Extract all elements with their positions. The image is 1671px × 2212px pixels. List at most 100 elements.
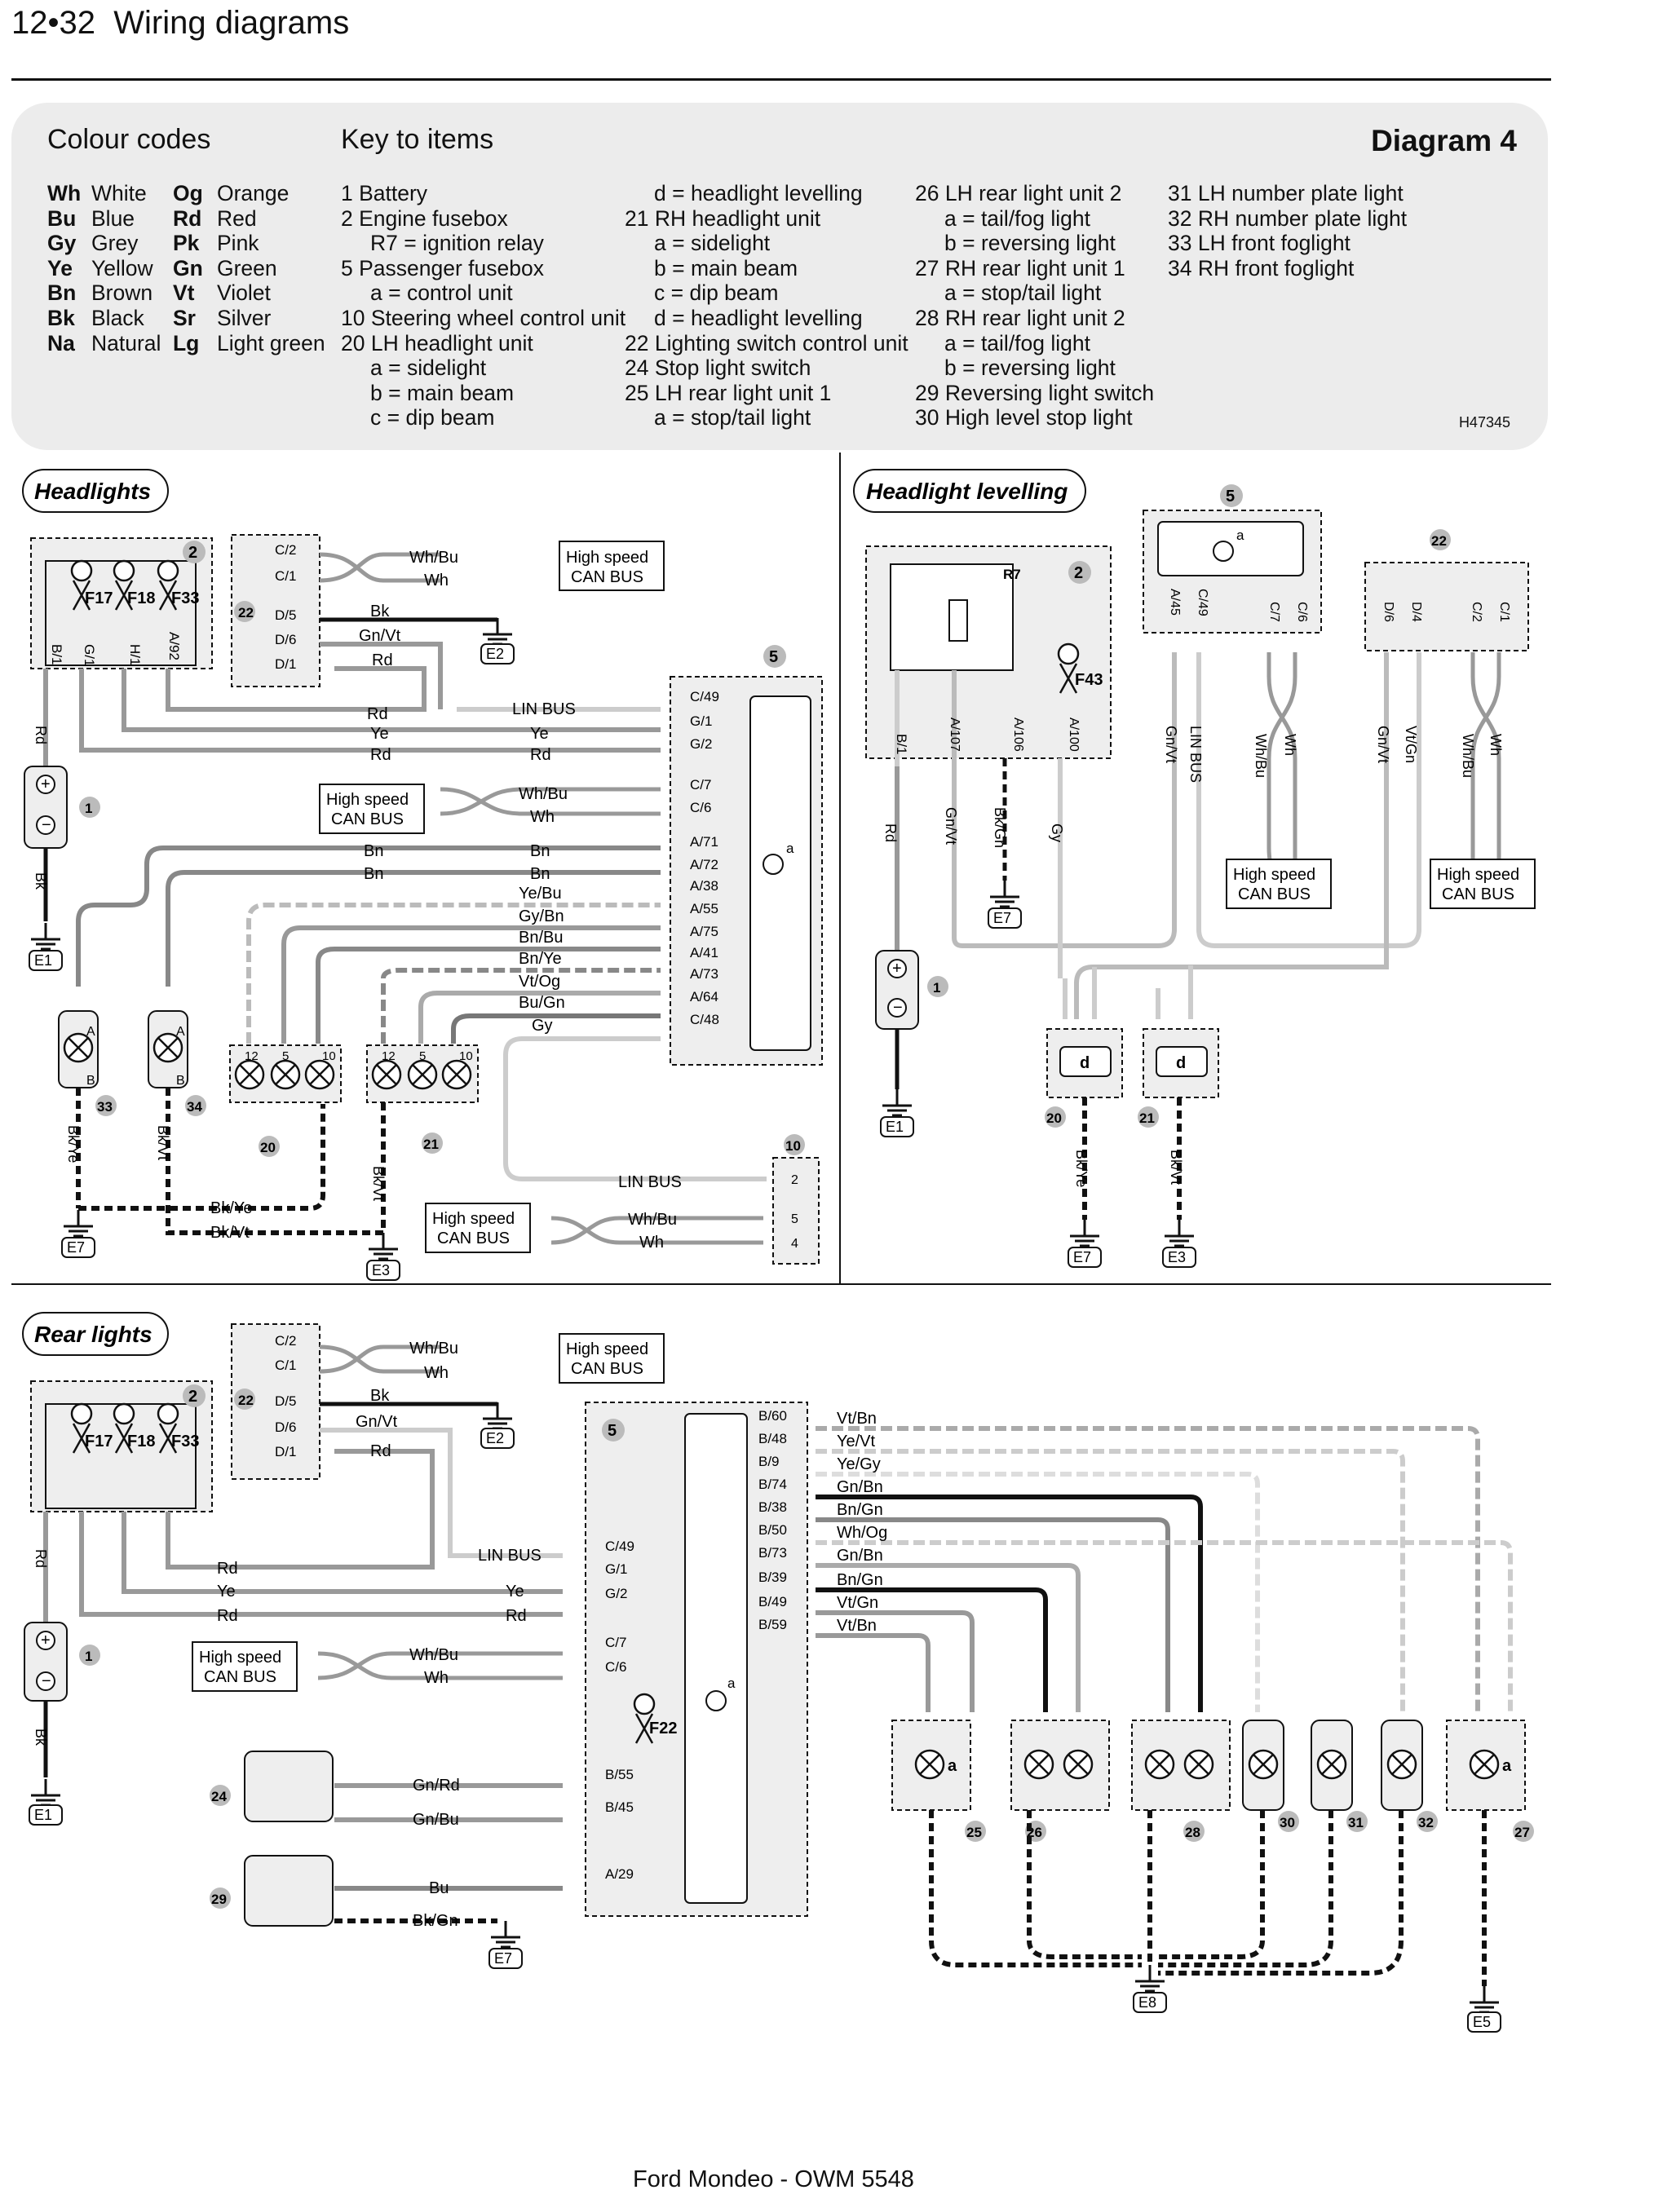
svg-text:F17: F17 [85, 1433, 113, 1450]
colour-name: Black [91, 305, 144, 330]
svg-text:A/45: A/45 [1168, 589, 1182, 616]
svg-text:4: 4 [791, 1237, 798, 1251]
key-item: d = headlight levelling [654, 181, 863, 205]
svg-text:Rd: Rd [33, 1549, 49, 1568]
svg-text:B/1: B/1 [894, 734, 909, 755]
svg-text:G/2: G/2 [690, 736, 712, 752]
svg-text:1: 1 [85, 1649, 92, 1664]
section-headlight-levelling: Headlight levelling [866, 479, 1068, 504]
svg-text:A/106: A/106 [1011, 717, 1025, 752]
svg-text:Rd: Rd [506, 1607, 527, 1625]
key-item: 28 RH rear light unit 2 [915, 305, 1125, 330]
key-item: a = sidelight [654, 231, 771, 256]
colour-code: Gy [47, 231, 77, 256]
key-item: 1 Battery [341, 181, 428, 205]
key-item: 26 LH rear light unit 2 [915, 181, 1122, 205]
svg-text:C/6: C/6 [690, 800, 711, 815]
svg-text:B/9: B/9 [758, 1454, 780, 1469]
colour-code: Bk [47, 305, 75, 330]
svg-text:Bn/Gn: Bn/Gn [837, 1571, 883, 1589]
colour-name: Brown [91, 280, 153, 306]
svg-text:Wh: Wh [424, 1364, 449, 1382]
svg-text:CAN BUS: CAN BUS [204, 1668, 276, 1686]
svg-text:High speed: High speed [566, 1340, 648, 1358]
svg-text:30: 30 [1280, 1815, 1295, 1830]
svg-text:B/39: B/39 [758, 1570, 787, 1585]
svg-text:Ye/Gy: Ye/Gy [837, 1455, 881, 1473]
svg-text:G/1: G/1 [690, 713, 712, 729]
svg-text:A/100: A/100 [1067, 717, 1081, 752]
colour-name: Grey [91, 231, 139, 256]
levelling-diagram: R7 2 F43 B/1 Rd + − 1 E1 Gn/Vt Bk/Gn E7 … [865, 484, 1536, 1268]
svg-text:CAN BUS: CAN BUS [1238, 885, 1311, 903]
key-item: 27 RH rear light unit 1 [915, 255, 1125, 280]
key-item: R7 = ignition relay [370, 231, 544, 256]
svg-text:High speed: High speed [566, 549, 648, 567]
svg-text:10: 10 [322, 1049, 336, 1063]
svg-text:E1: E1 [886, 1119, 904, 1135]
svg-text:Ye/Bu: Ye/Bu [519, 885, 562, 903]
svg-text:34: 34 [187, 1099, 202, 1115]
svg-text:−: − [42, 1672, 51, 1690]
svg-text:Bk: Bk [33, 1729, 49, 1746]
svg-text:Bk/Vt: Bk/Vt [210, 1224, 250, 1242]
svg-text:B: B [86, 1074, 95, 1088]
colour-name: Blue [91, 205, 135, 231]
svg-text:B/45: B/45 [605, 1799, 634, 1815]
svg-text:Gn/Vt: Gn/Vt [359, 627, 401, 645]
colour-code: Sr [173, 305, 196, 330]
svg-text:Bn/Ye: Bn/Ye [519, 950, 562, 968]
svg-text:F22: F22 [649, 1720, 677, 1737]
svg-text:C/1: C/1 [1497, 602, 1511, 622]
svg-text:B/73: B/73 [758, 1545, 787, 1561]
header-rule [11, 78, 1551, 81]
svg-text:D/4: D/4 [1409, 602, 1423, 622]
colour-code: Gn [173, 255, 203, 280]
svg-text:CAN BUS: CAN BUS [571, 568, 643, 586]
svg-text:B/1: B/1 [49, 644, 64, 665]
svg-text:C/6: C/6 [1295, 602, 1309, 622]
svg-text:High speed: High speed [1233, 866, 1315, 884]
svg-text:a: a [727, 1676, 736, 1691]
key-item: 32 RH number plate light [1168, 205, 1408, 231]
svg-text:21: 21 [1139, 1110, 1155, 1126]
section-headlights: Headlights [34, 479, 151, 504]
svg-text:E7: E7 [993, 910, 1011, 926]
key-item: 25 LH rear light unit 1 [625, 380, 832, 405]
svg-text:Bk: Bk [370, 603, 390, 620]
svg-text:F18: F18 [127, 1433, 155, 1450]
svg-text:R7: R7 [1003, 567, 1021, 582]
key-item: 20 LH headlight unit [341, 330, 533, 355]
svg-text:CAN BUS: CAN BUS [437, 1230, 510, 1247]
svg-text:A/92: A/92 [166, 632, 182, 660]
svg-text:D/6: D/6 [1381, 602, 1395, 622]
svg-text:+: + [892, 960, 902, 978]
svg-text:G/2: G/2 [605, 1586, 627, 1601]
svg-text:B/49: B/49 [758, 1594, 787, 1609]
key-item: a = sidelight [370, 355, 487, 381]
svg-text:A/75: A/75 [690, 924, 718, 939]
key-item: d = headlight levelling [654, 305, 863, 330]
svg-text:CAN BUS: CAN BUS [571, 1360, 643, 1378]
key-item: b = reversing light [944, 355, 1116, 381]
key-item: b = reversing light [944, 231, 1116, 256]
svg-text:5: 5 [769, 648, 778, 666]
svg-text:D/5: D/5 [275, 1393, 296, 1409]
key-items-title: Key to items [341, 124, 494, 155]
svg-text:E1: E1 [34, 1807, 52, 1823]
svg-text:Bk/Vt: Bk/Vt [370, 1166, 387, 1201]
svg-text:Gn/Bn: Gn/Bn [837, 1478, 883, 1496]
key-item: 33 LH front foglight [1168, 231, 1351, 256]
svg-text:Ye: Ye [506, 1583, 524, 1600]
svg-text:Bk/Gn: Bk/Gn [413, 1912, 458, 1930]
svg-text:D/1: D/1 [275, 1444, 296, 1459]
svg-text:Bn/Gn: Bn/Gn [837, 1501, 883, 1519]
svg-text:5: 5 [282, 1049, 289, 1063]
colour-name: White [91, 181, 147, 205]
svg-text:G/1: G/1 [82, 644, 97, 666]
svg-text:32: 32 [1418, 1815, 1434, 1830]
svg-text:Gn/Bn: Gn/Bn [837, 1547, 883, 1565]
